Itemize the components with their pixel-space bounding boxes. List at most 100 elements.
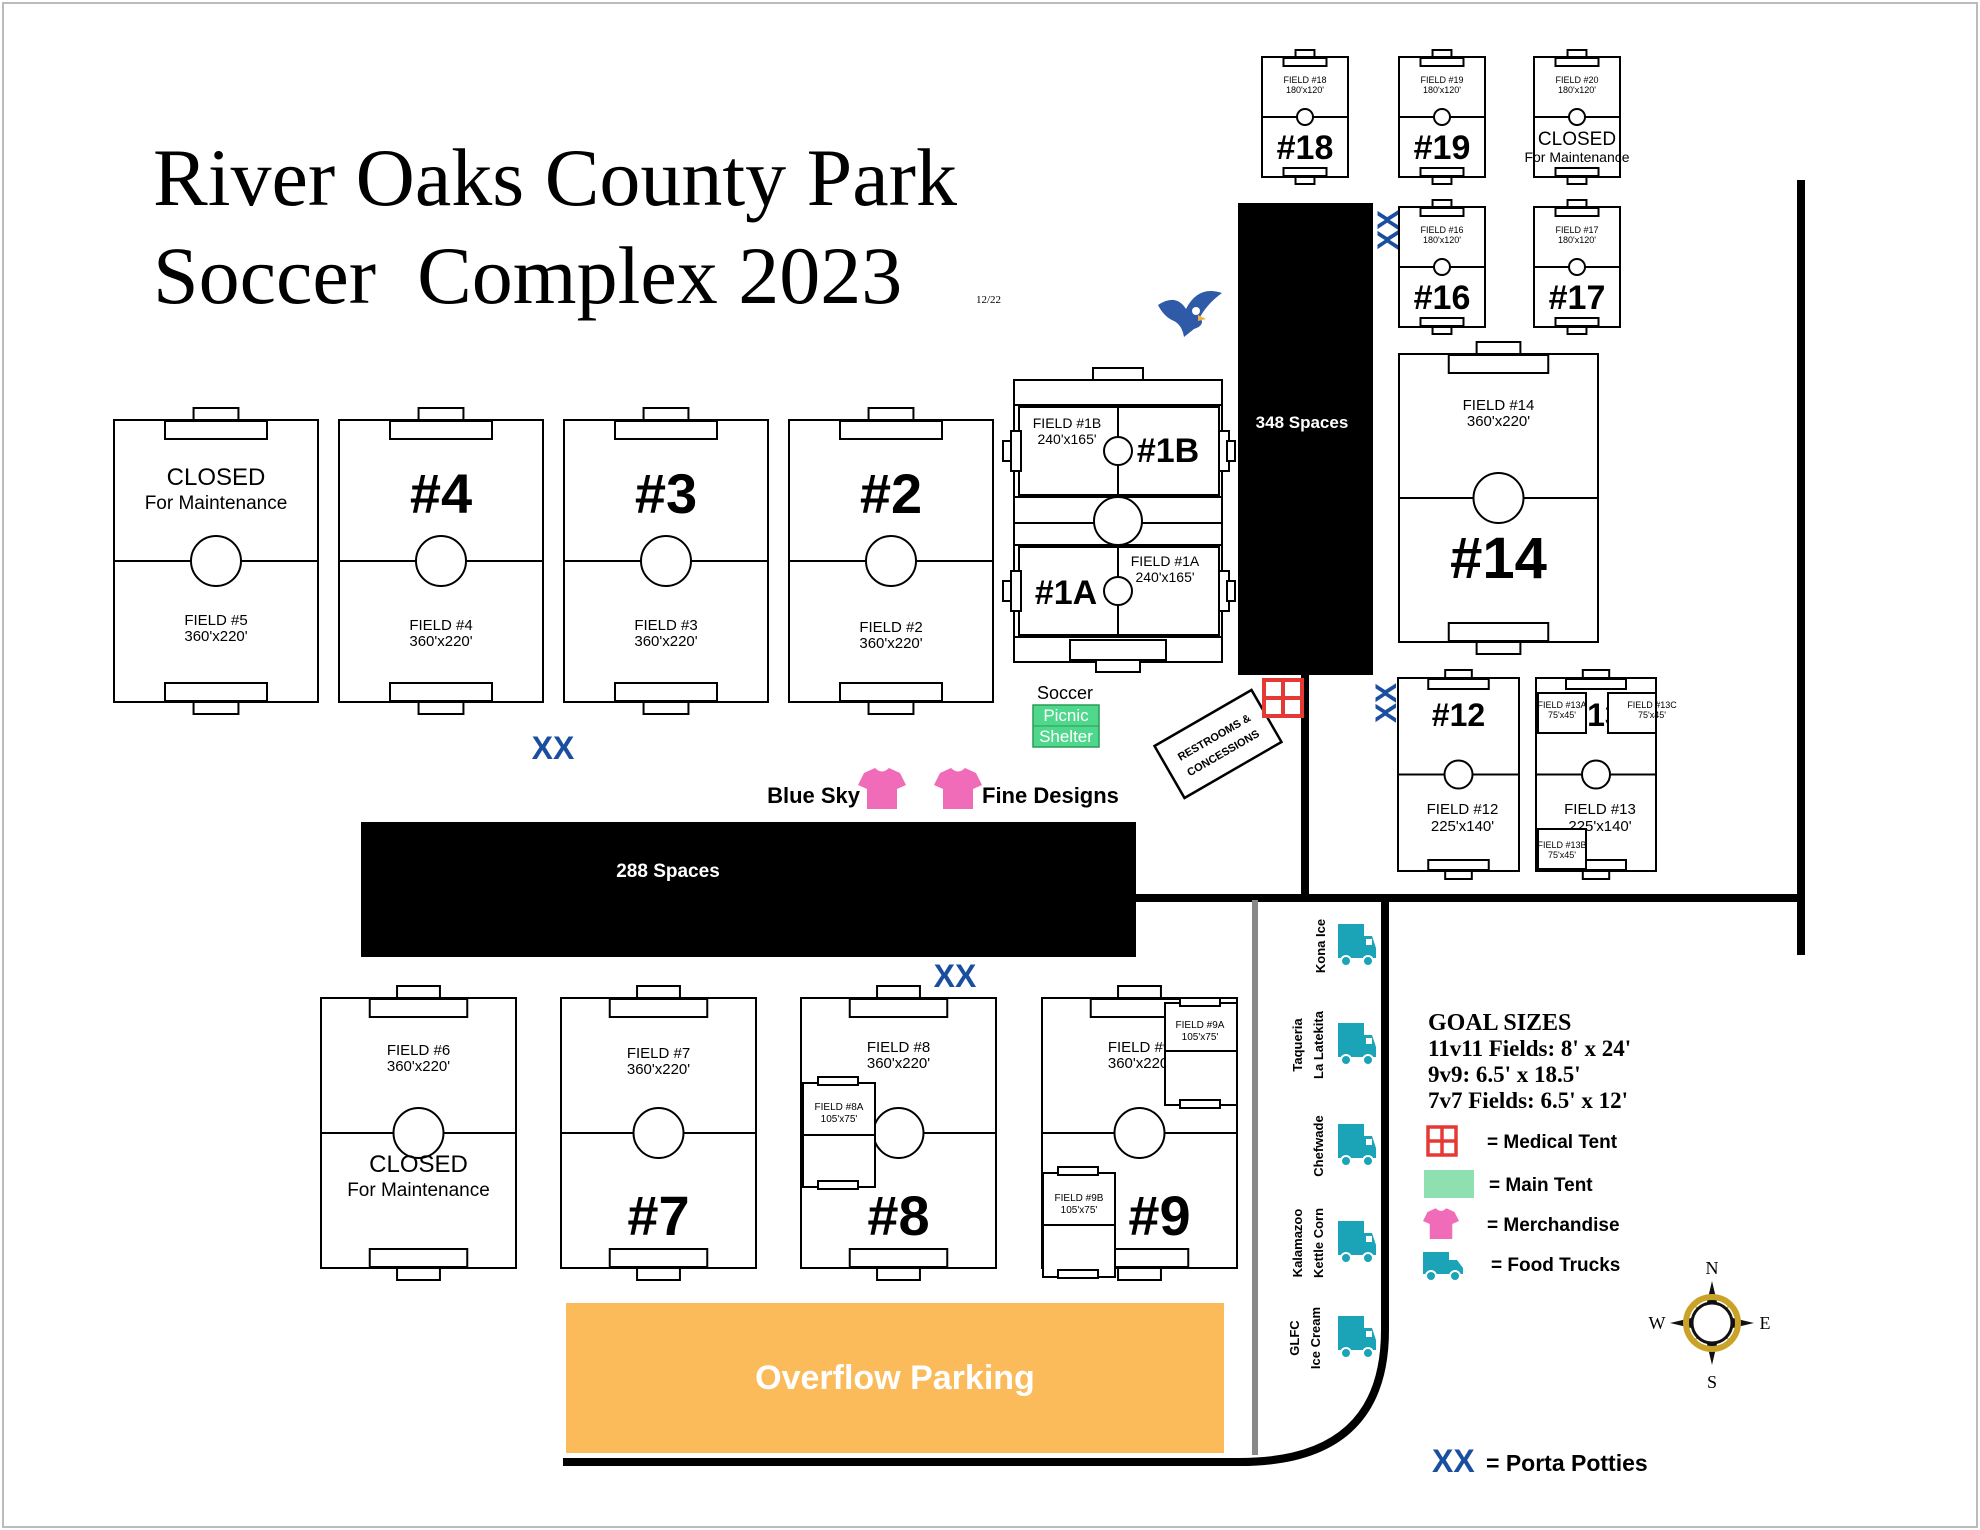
food-truck-icon — [1423, 1252, 1463, 1282]
field-6-closed-note: For Maintenance — [347, 1180, 490, 1201]
field-1a-name: FIELD #1A — [1131, 553, 1200, 569]
parking-288: 288 Spaces — [361, 822, 1136, 957]
medical-tent-icon[interactable] — [1262, 678, 1304, 718]
field-8-size: 360'x220' — [867, 1055, 930, 1072]
legend-porta-potties: XX = Porta Potties — [1432, 1443, 1648, 1479]
picnic-shelter[interactable]: Soccer Picnic Shelter — [1032, 683, 1100, 748]
picnic-shelter-label-1: Soccer — [1037, 683, 1093, 703]
field-18-number: #18 — [1277, 129, 1334, 167]
porta-potty-2[interactable]: XX — [934, 958, 977, 994]
field-8a[interactable]: FIELD #8A 105'x75' — [802, 1076, 876, 1190]
map-title-line1: River Oaks County Park — [153, 132, 957, 223]
legend-merchandise-label: = Merchandise — [1487, 1215, 1620, 1236]
food-truck-chefwade[interactable]: Chefwade — [1311, 1115, 1377, 1177]
truck-glfc-line1: GLFC — [1287, 1320, 1302, 1356]
porta-potty-1[interactable]: XX — [532, 730, 575, 766]
field-1-complex: FIELD #1B 240'x165' #1B #1A FIELD #1A 24… — [1002, 367, 1236, 673]
legend-medical-tent: = Medical Tent — [1426, 1125, 1618, 1157]
field-13b-name: FIELD #13B — [1537, 840, 1586, 850]
field-8a-size: 105'x75' — [821, 1114, 858, 1125]
compass-icon: N S E W — [1649, 1258, 1771, 1392]
legend-porta-potty-mark: XX — [1432, 1443, 1475, 1479]
field-20-name: FIELD #20 — [1555, 75, 1598, 85]
parking-348: 348 Spaces — [1238, 203, 1373, 675]
map-version: 12/22 — [976, 294, 1001, 306]
field-7-number: #7 — [627, 1184, 689, 1247]
field-13c-size: 75'x45' — [1638, 710, 1666, 720]
parking-348-label: 348 Spaces — [1256, 413, 1349, 432]
field-19-size: 180'x120' — [1423, 85, 1461, 95]
field-8a-name: FIELD #8A — [815, 1102, 864, 1113]
field-2-name: FIELD #2 — [859, 619, 922, 636]
field-9-name: FIELD #9 — [1108, 1039, 1171, 1056]
field-18-name: FIELD #18 — [1283, 75, 1326, 85]
field-20-size: 180'x120' — [1558, 85, 1596, 95]
overflow-parking-label: Overflow Parking — [755, 1359, 1035, 1397]
truck-glfc-line2: Ice Cream — [1308, 1307, 1323, 1369]
map-title-line2: Soccer Complex 2023 — [153, 230, 902, 321]
field-4-number: #4 — [410, 462, 472, 525]
food-truck-kona[interactable]: Kona Ice — [1313, 919, 1377, 973]
field-13a[interactable]: FIELD #13A 75'x45' — [1537, 692, 1587, 734]
subfields: FIELD #13A 75'x45' FIELD #13C 75'x45' FI… — [802, 692, 1677, 1279]
field-3-number: #3 — [635, 462, 697, 525]
truck-chefwade-line1: Chefwade — [1311, 1115, 1326, 1176]
field-16-size: 180'x120' — [1423, 235, 1461, 245]
field-12-number: #12 — [1432, 697, 1485, 733]
field-3-size: 360'x220' — [634, 633, 697, 650]
compass-north: N — [1706, 1258, 1719, 1278]
porta-potty-4[interactable]: XX — [1370, 683, 1403, 723]
field-6-size: 360'x220' — [387, 1058, 450, 1075]
field-7-name: FIELD #7 — [627, 1045, 690, 1062]
field-1a-size: 240'x165' — [1135, 569, 1194, 585]
legend-main-tent-label: = Main Tent — [1489, 1175, 1593, 1196]
field-1b[interactable]: FIELD #1B 240'x165' #1B — [1002, 406, 1236, 496]
food-trucks: Kona Ice Taqueria La Latekita Chefwade K… — [1287, 919, 1377, 1369]
field-13a-name: FIELD #13A — [1537, 700, 1586, 710]
legend: = Medical Tent = Main Tent = Merchandise… — [1423, 1125, 1648, 1479]
parking-288-label: 288 Spaces — [616, 861, 720, 882]
field-5-closed: CLOSED — [167, 464, 266, 491]
porta-potty-3[interactable]: XX — [1372, 210, 1405, 250]
goal-sizes-line-2: 9v9: 6.5' x 18.5' — [1428, 1062, 1581, 1087]
field-9b[interactable]: FIELD #9B 105'x75' — [1042, 1166, 1116, 1279]
food-truck-kettle-corn[interactable]: Kalamazoo Kettle Corn — [1290, 1208, 1377, 1278]
field-13c[interactable]: FIELD #13C 75'x45' — [1607, 692, 1677, 734]
field-3-name: FIELD #3 — [634, 617, 697, 634]
legend-medical-label: = Medical Tent — [1487, 1132, 1618, 1153]
field-5-closed-note: For Maintenance — [145, 493, 288, 514]
field-20-closed-note: For Maintenance — [1524, 149, 1629, 165]
field-9a[interactable]: FIELD #9A 105'x75' — [1164, 997, 1238, 1109]
food-truck-glfc[interactable]: GLFC Ice Cream — [1287, 1307, 1377, 1369]
compass-east: E — [1760, 1313, 1771, 1333]
truck-taqueria-line2: La Latekita — [1311, 1010, 1326, 1079]
food-truck-taqueria[interactable]: Taqueria La Latekita — [1290, 1010, 1377, 1079]
main-tent-icon — [1424, 1170, 1474, 1198]
field-5-name: FIELD #5 — [184, 612, 247, 629]
goal-sizes-line-3: 7v7 Fields: 6.5' x 12' — [1428, 1088, 1628, 1113]
field-1a[interactable]: #1A FIELD #1A 240'x165' — [1002, 546, 1236, 636]
truck-kettle-line1: Kalamazoo — [1290, 1209, 1305, 1278]
merchandise: Blue Sky Fine Designs — [767, 768, 1119, 809]
merch-blue-sky-label: Blue Sky — [767, 783, 861, 808]
field-6-closed: CLOSED — [369, 1151, 468, 1178]
field-9-number: #9 — [1128, 1184, 1190, 1247]
field-17-name: FIELD #17 — [1555, 225, 1598, 235]
truck-kona-line1: Kona Ice — [1313, 919, 1328, 973]
field-13b[interactable]: FIELD #13B 75'x45' — [1537, 828, 1587, 870]
field-2-number: #2 — [860, 462, 922, 525]
field-19-name: FIELD #19 — [1420, 75, 1463, 85]
